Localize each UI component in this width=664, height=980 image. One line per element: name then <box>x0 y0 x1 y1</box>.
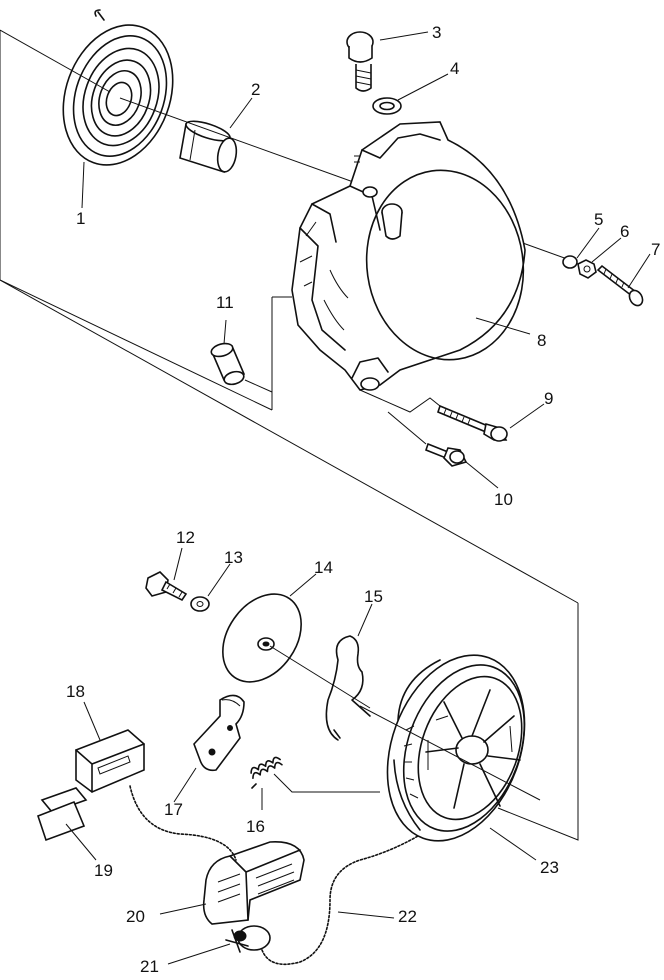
callout-16: 16 <box>246 817 265 836</box>
part-wire-clip <box>325 635 371 741</box>
part-pawl-spring <box>250 756 283 789</box>
callout-2: 2 <box>251 80 260 99</box>
callout-17: 17 <box>164 800 183 819</box>
bolt-9-leader <box>359 389 441 413</box>
part-bolt-12 <box>145 571 188 602</box>
callout-labels: 1 2 3 4 5 6 7 8 9 10 11 12 13 14 15 16 1… <box>66 23 660 976</box>
part-sleeve-11 <box>210 342 246 386</box>
part-ratchet-pawl <box>193 694 245 772</box>
part-rope-end-21 <box>225 925 271 953</box>
callout-22: 22 <box>398 907 417 926</box>
sleeve-axis-line <box>244 379 273 393</box>
part-recoil-spring <box>62 9 174 166</box>
part-washer-13 <box>190 596 210 612</box>
part-friction-plate <box>222 593 302 683</box>
part-starter-reel <box>386 654 526 842</box>
leader-lines <box>65 31 651 965</box>
assembly-frame-lines <box>0 29 579 841</box>
callout-20: 20 <box>126 907 145 926</box>
part-decal-19 <box>37 787 88 842</box>
part-bolt-9 <box>437 404 508 442</box>
callout-4: 4 <box>450 59 459 78</box>
plate-axis-line <box>269 645 371 709</box>
part-handle-grip-18 <box>75 729 145 793</box>
callout-15: 15 <box>364 587 383 606</box>
reel-axis-line <box>359 705 541 801</box>
callout-3: 3 <box>432 23 441 42</box>
pawl-spring-leader <box>273 773 380 793</box>
callout-12: 12 <box>176 528 195 547</box>
part-lock-washer-6 <box>577 259 597 279</box>
part-handle-20 <box>202 841 305 925</box>
part-starter-housing <box>291 121 526 391</box>
part-nut-5 <box>562 255 578 269</box>
callout-21: 21 <box>140 957 159 976</box>
part-starter-rope <box>129 785 419 966</box>
callout-14: 14 <box>314 558 333 577</box>
callout-18: 18 <box>66 682 85 701</box>
callout-19: 19 <box>94 861 113 880</box>
part-fitting-bolt <box>346 31 374 92</box>
part-screw-7 <box>596 264 644 307</box>
bolt-10-leader <box>387 411 427 445</box>
part-bushing <box>179 120 238 174</box>
part-bolt-10 <box>425 442 468 467</box>
callout-11: 11 <box>216 293 234 312</box>
part-washer-4 <box>372 97 402 115</box>
callout-8: 8 <box>537 331 546 350</box>
callout-5: 5 <box>594 210 603 229</box>
callout-1: 1 <box>76 209 85 228</box>
callout-23: 23 <box>540 858 559 877</box>
callout-9: 9 <box>544 389 553 408</box>
callout-6: 6 <box>620 222 629 241</box>
callout-7: 7 <box>651 240 660 259</box>
callout-10: 10 <box>494 490 513 509</box>
callout-13: 13 <box>224 548 243 567</box>
